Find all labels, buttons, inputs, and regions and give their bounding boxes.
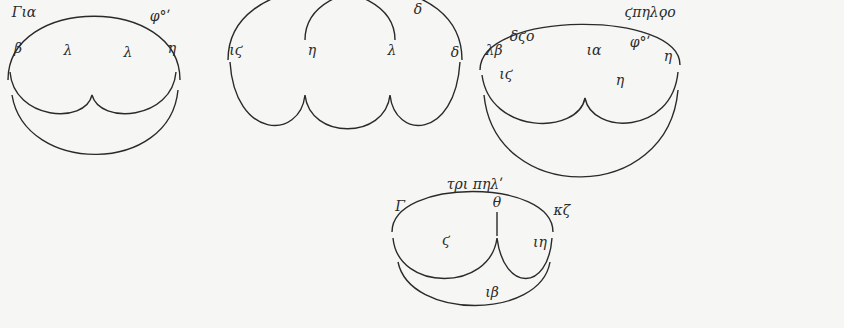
figure-label: η: [308, 43, 316, 57]
figure-label: ια: [587, 43, 602, 57]
figure-label: φ°ʹ: [630, 35, 651, 49]
figure-label: κζ: [554, 203, 571, 217]
outer-arc: [398, 262, 550, 306]
figure-label: λ: [124, 45, 133, 59]
figure-label: ιβ: [485, 285, 499, 299]
figure-label: λβ: [486, 43, 503, 57]
figure-label: θ: [493, 195, 501, 209]
figure-label: η: [168, 41, 176, 55]
figure-label: τρι πηλʹ: [447, 177, 503, 191]
outer-arc: [484, 90, 678, 177]
figure-label: δ: [451, 45, 459, 59]
lower-arc: [393, 238, 552, 279]
outer-arc: [12, 90, 178, 154]
figure-label: λ: [388, 43, 397, 57]
figure-label: β: [14, 41, 22, 55]
figure-label: Γ: [395, 199, 405, 213]
upper-arc: [8, 16, 180, 80]
figure-label: λ: [64, 43, 73, 57]
upper-arc: [228, 0, 395, 60]
figure-label: φ°ʹ: [150, 9, 171, 23]
lower-arc: [230, 62, 460, 129]
lower-arc: [10, 72, 176, 114]
upper-arc: [305, 0, 462, 60]
figure-label: Για: [12, 5, 37, 19]
upper-arc: [392, 192, 553, 233]
figure-label: δ: [414, 2, 422, 16]
upper-arc: [480, 24, 680, 70]
figure-label: ϛ: [442, 233, 450, 247]
figure-label: ιϛ: [499, 67, 512, 81]
figure-label: ιη: [533, 235, 547, 249]
figure-label: η: [664, 49, 672, 63]
figure-label: ϛπηλϙο: [624, 5, 675, 19]
figure-label: ιϛ: [229, 43, 242, 57]
figure-label: δϛο: [510, 29, 535, 43]
center-stroke: [496, 212, 497, 236]
figure-label: η: [616, 73, 624, 87]
